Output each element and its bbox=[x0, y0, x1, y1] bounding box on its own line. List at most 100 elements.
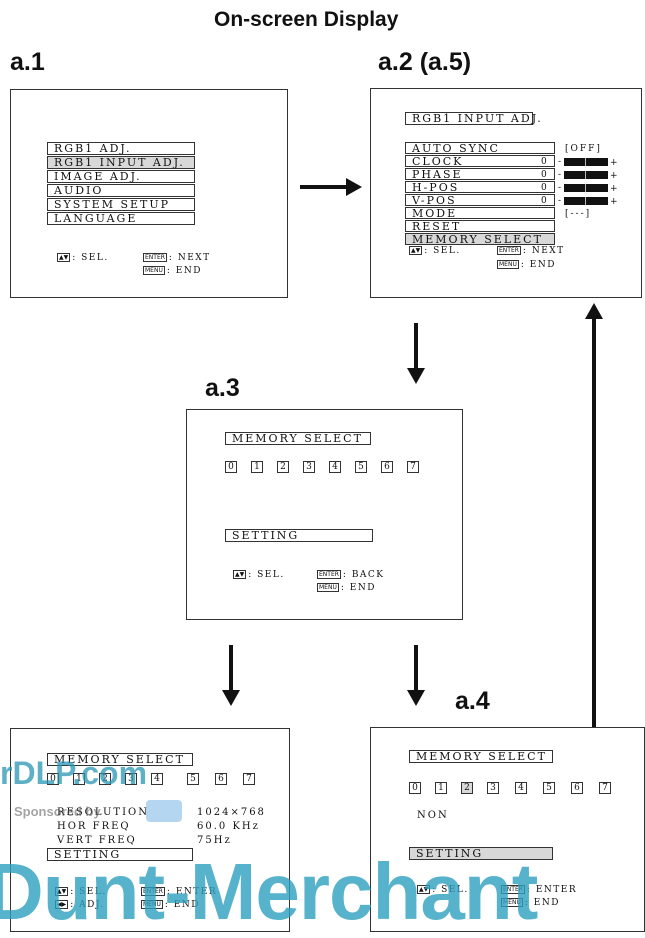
v-pos-value: 0 bbox=[541, 196, 549, 206]
mode-value: [---] bbox=[565, 209, 592, 219]
hint-sel-text: SEL. bbox=[257, 570, 285, 580]
memory-slot-selected[interactable]: 2 bbox=[461, 782, 473, 794]
row-reset[interactable]: RESET bbox=[405, 220, 555, 233]
v-pos-minus: - bbox=[558, 196, 564, 206]
memory-slot[interactable]: 0 bbox=[47, 773, 59, 785]
hint-sel: ▲▼: SEL. bbox=[55, 887, 107, 897]
phase-minus: - bbox=[558, 170, 564, 180]
menu-item-image-adj[interactable]: IMAGE ADJ. bbox=[47, 170, 195, 183]
hint-sel: ▲▼: SEL. bbox=[57, 253, 109, 263]
phase-slider[interactable] bbox=[564, 171, 608, 179]
hint-end-text: END bbox=[533, 898, 560, 908]
hint-sel-text: SEL. bbox=[81, 253, 109, 263]
memory-slot[interactable]: 1 bbox=[251, 461, 263, 473]
panel-main-menu: RGB1 ADJ. RGB1 INPUT ADJ. IMAGE ADJ. AUD… bbox=[10, 89, 288, 298]
menu-key-icon: MENU bbox=[497, 260, 519, 269]
hint-sel-text: SEL. bbox=[441, 885, 469, 895]
v-pos-plus: + bbox=[610, 197, 620, 207]
memory-slot[interactable]: 1 bbox=[73, 773, 85, 785]
setting-button[interactable]: SETTING bbox=[409, 847, 553, 860]
memory-slot[interactable]: 4 bbox=[515, 782, 527, 794]
hint-end-text: END bbox=[349, 583, 376, 593]
updown-key-icon: ▲▼ bbox=[57, 253, 71, 262]
memory-slot[interactable]: 3 bbox=[487, 782, 499, 794]
h-pos-slider[interactable] bbox=[564, 184, 608, 192]
arrow-up-return-head bbox=[585, 303, 603, 319]
hint-end-text: END bbox=[175, 266, 202, 276]
watermark-site: rDLP.com bbox=[0, 755, 148, 791]
panel-memory-setting: MEMORY SELECT 0 1 2 3 4 5 6 7 NON SETTIN… bbox=[370, 727, 645, 932]
memory-slot[interactable]: 7 bbox=[407, 461, 419, 473]
hint-enter-text: ENTER bbox=[535, 885, 578, 895]
memory-slot[interactable]: 3 bbox=[125, 773, 137, 785]
enter-key-icon: ENTER bbox=[497, 246, 521, 255]
memory-slot[interactable]: 7 bbox=[243, 773, 255, 785]
menu-item-audio[interactable]: AUDIO bbox=[47, 184, 195, 197]
memory-slot[interactable]: 1 bbox=[435, 782, 447, 794]
memory-slot[interactable]: 5 bbox=[355, 461, 367, 473]
memory-slot[interactable]: 5 bbox=[543, 782, 555, 794]
panel-header: MEMORY SELECT bbox=[409, 750, 553, 763]
menu-item-rgb1-input-adj[interactable]: RGB1 INPUT ADJ. bbox=[47, 156, 195, 169]
panel-rgb1-input-adj: RGB1 INPUT ADJ. AUTO SYNC [OFF] CLOCK PH… bbox=[370, 88, 642, 298]
hint-next: ENTER: NEXT bbox=[497, 246, 565, 256]
panel-header: MEMORY SELECT bbox=[225, 432, 371, 445]
label-a1: a.1 bbox=[10, 48, 45, 76]
memory-slot[interactable]: 7 bbox=[599, 782, 611, 794]
watermark-logo bbox=[146, 800, 182, 822]
clock-slider[interactable] bbox=[564, 158, 608, 166]
hint-end: MENU: END bbox=[141, 900, 200, 910]
memory-slot[interactable]: 6 bbox=[381, 461, 393, 473]
info-hfreq-label: HOR FREQ bbox=[57, 821, 131, 832]
row-clock[interactable]: CLOCK bbox=[405, 155, 555, 168]
memory-slot[interactable]: 5 bbox=[187, 773, 199, 785]
row-h-pos[interactable]: H-POS bbox=[405, 181, 555, 194]
row-memory-select[interactable]: MEMORY SELECT bbox=[405, 233, 555, 246]
label-a4: a.4 bbox=[455, 687, 490, 715]
hint-enter: ENTER: ENTER bbox=[141, 887, 218, 897]
h-pos-value: 0 bbox=[541, 183, 549, 193]
menu-item-rgb1-adj[interactable]: RGB1 ADJ. bbox=[47, 142, 195, 155]
arrow-up-return bbox=[592, 318, 596, 728]
info-resolution-value: 1024×768 bbox=[197, 807, 266, 818]
hint-back: ENTER: BACK bbox=[317, 570, 385, 580]
label-a2: a.2 (a.5) bbox=[378, 48, 472, 76]
hint-sel-text: SEL. bbox=[79, 887, 107, 897]
page-title: On-screen Display bbox=[214, 8, 399, 31]
hint-next-text: NEXT bbox=[531, 246, 565, 256]
row-phase[interactable]: PHASE bbox=[405, 168, 555, 181]
memory-slot[interactable]: 4 bbox=[151, 773, 163, 785]
arrow-right-head bbox=[346, 178, 362, 196]
label-a3: a.3 bbox=[205, 374, 240, 402]
row-auto-sync[interactable]: AUTO SYNC bbox=[405, 142, 555, 155]
menu-key-icon: MENU bbox=[317, 583, 339, 592]
updown-key-icon: ▲▼ bbox=[409, 246, 423, 255]
menu-key-icon: MENU bbox=[143, 266, 165, 275]
v-pos-slider[interactable] bbox=[564, 197, 608, 205]
memory-slot[interactable]: 6 bbox=[215, 773, 227, 785]
memory-slot[interactable]: 4 bbox=[329, 461, 341, 473]
menu-key-icon: MENU bbox=[141, 900, 163, 909]
setting-button[interactable]: SETTING bbox=[47, 848, 193, 861]
updown-key-icon: ▲▼ bbox=[55, 887, 69, 896]
memory-slot[interactable]: 6 bbox=[571, 782, 583, 794]
memory-slot[interactable]: 0 bbox=[409, 782, 421, 794]
updown-key-icon: ▲▼ bbox=[417, 885, 431, 894]
memory-slot[interactable]: 0 bbox=[225, 461, 237, 473]
hint-next: ENTER: NEXT bbox=[143, 253, 211, 263]
leftright-key-icon: ◀▶ bbox=[55, 900, 69, 909]
menu-item-system-setup[interactable]: SYSTEM SETUP bbox=[47, 198, 195, 211]
row-mode[interactable]: MODE bbox=[405, 207, 555, 220]
menu-item-language[interactable]: LANGUAGE bbox=[47, 212, 195, 225]
info-vfreq-value: 75Hz bbox=[197, 835, 232, 846]
row-v-pos[interactable]: V-POS bbox=[405, 194, 555, 207]
clock-minus: - bbox=[558, 157, 564, 167]
arrow-down-left-head bbox=[222, 690, 240, 706]
memory-slot[interactable]: 3 bbox=[303, 461, 315, 473]
arrow-down-a3 bbox=[414, 323, 418, 371]
setting-button[interactable]: SETTING bbox=[225, 529, 373, 542]
hint-end: MENU: END bbox=[497, 260, 556, 270]
enter-key-icon: ENTER bbox=[317, 570, 341, 579]
memory-slot[interactable]: 2 bbox=[99, 773, 111, 785]
memory-slot[interactable]: 2 bbox=[277, 461, 289, 473]
